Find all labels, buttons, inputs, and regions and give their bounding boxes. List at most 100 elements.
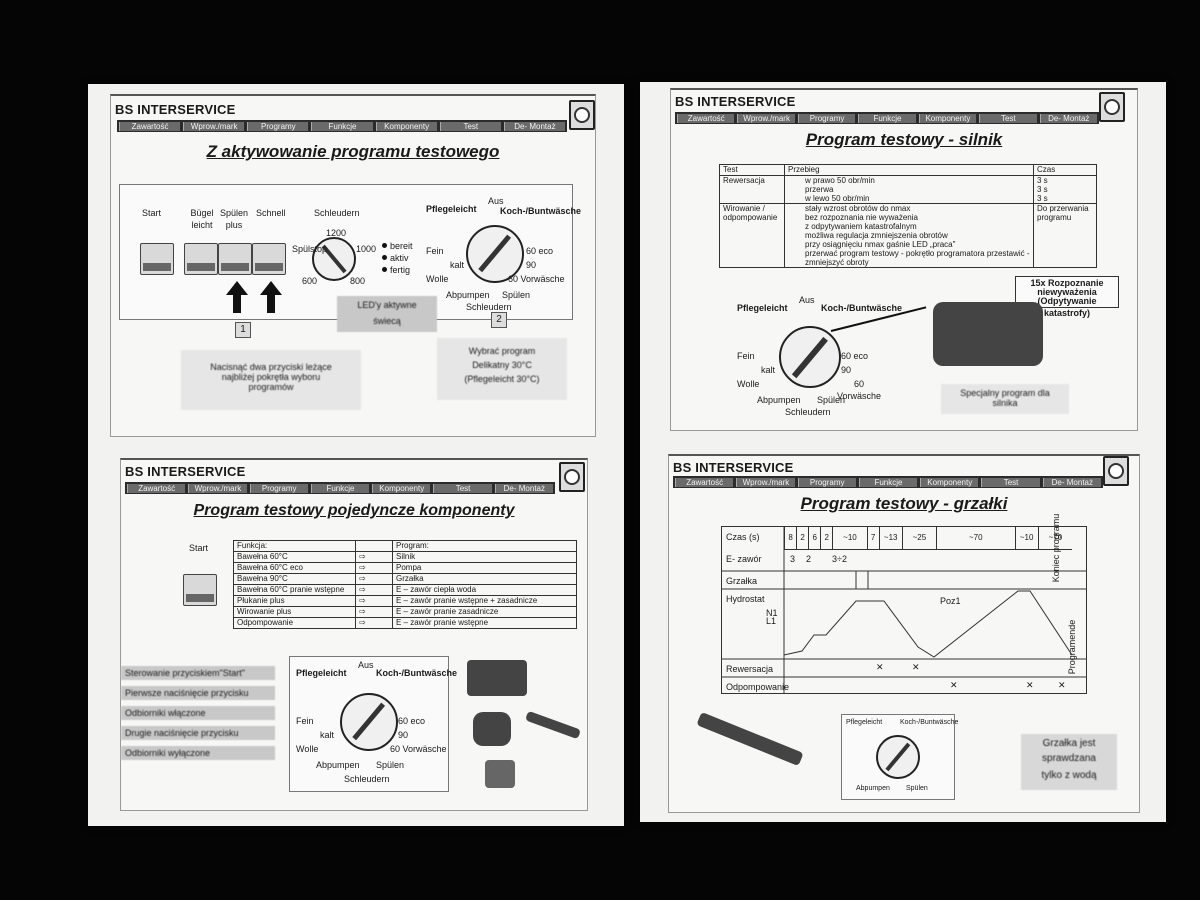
led-icon <box>382 243 387 248</box>
nav-item[interactable]: Wprow./mark <box>183 121 245 131</box>
step-number: 1 <box>235 322 251 338</box>
nav-item[interactable]: Zawartość <box>127 483 186 493</box>
nav-item[interactable]: De- Montaż <box>494 483 553 493</box>
dial-label: Fein <box>296 716 314 726</box>
row-label: Rewersacja <box>726 664 774 674</box>
nav-item[interactable]: Test <box>979 113 1037 123</box>
dial-label: Pflegeleicht <box>737 303 788 313</box>
table-head: Test <box>719 164 785 176</box>
nav-item[interactable]: De- Montaż <box>1042 477 1101 487</box>
time-cell: 8 <box>784 527 796 549</box>
heater-image <box>696 711 804 767</box>
dial-label: Spülen <box>502 290 531 300</box>
nav-item[interactable]: Funkcje <box>858 113 916 123</box>
nav-item[interactable]: Zawartość <box>675 477 734 487</box>
motor-image <box>467 660 527 696</box>
slide-title: Program testowy - silnik <box>805 130 1003 149</box>
time-cell: 2 <box>796 527 808 549</box>
note-line: sprawdzana <box>1042 753 1096 764</box>
led-label: aktiv <box>390 253 409 263</box>
time-cell: 7 <box>866 527 879 549</box>
nav-item[interactable]: Test <box>439 121 501 131</box>
nav-item[interactable]: Komponenty <box>920 477 979 487</box>
hydro-mark: N1 <box>766 608 778 618</box>
start-button[interactable] <box>140 243 174 275</box>
nav-item[interactable]: Komponenty <box>375 121 437 131</box>
dial-label: 60 Vorwäsche <box>390 744 447 754</box>
brand-title: BS INTERSERVICE <box>675 94 796 109</box>
dial-label: Fein <box>737 351 755 361</box>
nav-item[interactable]: Programy <box>797 113 856 123</box>
schnell-button[interactable] <box>252 243 286 275</box>
nav-item[interactable]: Programy <box>797 477 856 487</box>
program-dial[interactable] <box>466 225 524 283</box>
right-note: Wybrać program Delikatny 30°C (Pflegelei… <box>437 338 567 400</box>
program-dial[interactable] <box>779 326 841 388</box>
nav-item[interactable]: Wprow./mark <box>736 477 795 487</box>
time-cell: ~10 <box>1014 527 1038 549</box>
nav-item[interactable]: Komponenty <box>918 113 977 123</box>
nav-item[interactable]: Test <box>981 477 1040 487</box>
nav-item[interactable]: Funkcje <box>310 483 370 493</box>
spin-value: Spülstop <box>292 244 328 254</box>
valve-value: 3÷2 <box>832 554 847 564</box>
nav-item[interactable]: Zawartość <box>119 121 181 131</box>
dial-panel: Pflegeleicht Koch-/Buntwäsche Abpumpen S… <box>841 714 958 800</box>
motor-note: Specjalny program dla silnika <box>941 384 1069 414</box>
hydrostat-curve <box>722 527 1086 693</box>
time-cell: ~70 <box>936 527 1015 549</box>
dial-label: 60 Vorwäsche <box>508 274 565 284</box>
spin-dial[interactable] <box>312 237 356 281</box>
note-line: tylko z wodą <box>1041 770 1097 781</box>
dial-label: Pflegeleicht <box>426 204 477 214</box>
spuelen-plus-button[interactable] <box>218 243 252 275</box>
start-button[interactable] <box>183 574 217 606</box>
spin-value: 600 <box>302 276 318 286</box>
dial-label: Abpumpen <box>856 785 890 792</box>
step-item: Drugie naciśnięcie przycisku <box>121 726 275 740</box>
left-sheet: BS INTERSERVICE Zawartość Wprow./mark Pr… <box>88 84 624 826</box>
callout-box: 15x Rozpoznanie niewyważenia (Odpytywani… <box>1015 276 1119 318</box>
table-row: Odpompowanie⇨E – zawór pranie wstępne <box>233 617 577 629</box>
nav-item[interactable]: Zawartość <box>677 113 735 123</box>
led-label: bereit <box>390 241 413 251</box>
nav-item[interactable]: Wprow./mark <box>737 113 795 123</box>
program-dial[interactable] <box>340 693 398 751</box>
brand-title: BS INTERSERVICE <box>115 102 236 117</box>
nav-item[interactable]: Wprow./mark <box>188 483 247 493</box>
table-row: Bawełna 90°C⇨Grzałka <box>233 573 577 585</box>
nav-item[interactable]: Funkcje <box>858 477 918 487</box>
dial-label: 60 eco <box>841 351 869 361</box>
dial-label: Koch-/Buntwäsche <box>500 206 582 216</box>
nav-item[interactable]: Programy <box>247 121 309 131</box>
dial-panel: Pflegeleicht Aus Koch-/Buntwäsche Fein k… <box>289 656 457 792</box>
buegel-leicht-button[interactable] <box>184 243 218 275</box>
dial-label: Schleudern <box>344 774 390 784</box>
dial-label: Koch-/Buntwäsche <box>376 668 458 678</box>
dial-label: Koch-/Buntwäsche <box>821 303 903 313</box>
nav-item[interactable]: De- Montaż <box>1039 113 1097 123</box>
slide-title: Program testowy - grzałki <box>800 494 1008 513</box>
dial-label: Abpumpen <box>316 760 360 770</box>
nav-item[interactable]: De- Montaż <box>503 121 565 131</box>
spin-value: 800 <box>350 276 366 286</box>
nav-item[interactable]: Programy <box>249 483 308 493</box>
valve-image <box>485 760 515 788</box>
cross-mark: ✕ <box>876 662 884 672</box>
table-row: Bawełna 60°C pranie wstępne⇨E – zawór ci… <box>233 584 577 596</box>
arrow-up-icon <box>226 281 248 313</box>
led-icon <box>382 255 387 260</box>
logo-icon <box>1099 92 1125 122</box>
dial-label: Schleudern <box>785 407 831 417</box>
row-label: Hydrostat <box>726 594 765 604</box>
dial-label: kalt <box>450 260 465 270</box>
step-number: 2 <box>491 312 507 328</box>
button-label: Bügel leicht <box>190 208 214 230</box>
nav-item[interactable]: Test <box>433 483 492 493</box>
row-label: E- zawór <box>726 554 762 564</box>
heater-note: Grzałka jest sprawdzana tylko z wodą <box>1021 734 1117 790</box>
nav-item[interactable]: Funkcje <box>311 121 373 131</box>
nav-item[interactable]: Komponenty <box>372 483 431 493</box>
program-dial[interactable] <box>876 735 920 779</box>
table-row: Bawełna 60°C eco⇨Pompa <box>233 562 577 574</box>
